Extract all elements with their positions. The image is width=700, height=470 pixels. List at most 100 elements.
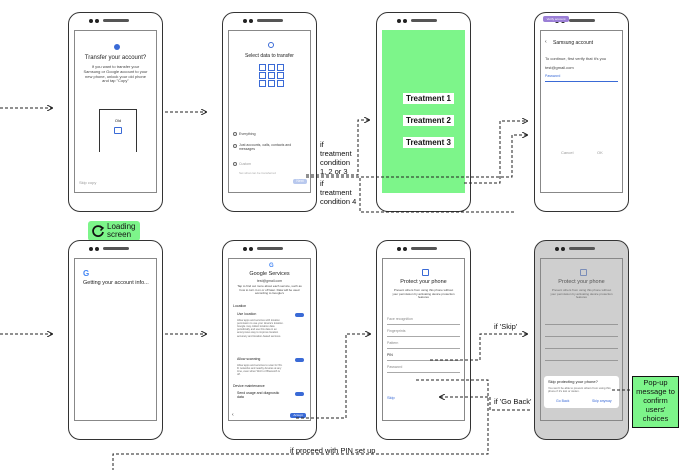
- use-location-toggle[interactable]: [295, 313, 304, 317]
- phone-samsung-account: Verify account ‹ Samsung account To cont…: [534, 12, 629, 212]
- skip-link[interactable]: Skip: [387, 395, 395, 400]
- option-custom[interactable]: Custom: [239, 162, 252, 166]
- verify-text: To continue, first verify that it's you: [545, 56, 607, 61]
- screen: ‹ Samsung account To continue, first ver…: [540, 30, 623, 193]
- arrow-go-back: [440, 397, 530, 411]
- loading-screen-badge: Loading screen: [88, 221, 140, 241]
- screen: Protect your phone Prevent others from u…: [382, 258, 465, 421]
- arrow-6-to-7: [296, 334, 370, 419]
- screen-title: Google Services: [249, 271, 290, 277]
- condition-1-3-label: if treatment condition 1, 2 or 3: [320, 140, 352, 176]
- screen: Select data to transfer Everything Just …: [228, 30, 311, 193]
- arrow-skip: [430, 334, 527, 361]
- camera-icon: [243, 247, 247, 251]
- speaker-grille: [257, 247, 283, 250]
- option-everything[interactable]: Everything: [239, 132, 256, 136]
- lock-icon: [422, 269, 429, 276]
- dimmed-row: [545, 341, 618, 349]
- dialog-body: You won't be able to prevent others from…: [548, 386, 611, 394]
- treatment-3-label: Treatment 3: [403, 137, 454, 148]
- radio-everything[interactable]: [233, 132, 237, 136]
- treatment-screen: Treatment 1 Treatment 2 Treatment 3: [382, 30, 465, 193]
- speaker-grille: [569, 247, 595, 250]
- back-arrow-icon[interactable]: ‹: [545, 39, 547, 45]
- if-skip-label: if 'Skip': [494, 322, 518, 331]
- speaker-grille: [103, 247, 129, 250]
- google-g-icon: G: [269, 263, 274, 269]
- speaker-grille: [411, 19, 437, 22]
- phone-protect: Protect your phone Prevent others from u…: [376, 240, 471, 440]
- sensor-icon: [249, 19, 253, 23]
- send-usage-toggle[interactable]: [295, 392, 304, 396]
- sensor-icon: [95, 19, 99, 23]
- camera-icon: [397, 19, 401, 23]
- next-button[interactable]: Next: [293, 179, 307, 184]
- pattern-option[interactable]: Pattern: [387, 341, 460, 349]
- allow-scanning-toggle[interactable]: [295, 358, 304, 362]
- face-recognition-option[interactable]: Face recognition: [387, 317, 460, 325]
- refresh-icon: [92, 225, 105, 237]
- dimmed-screen: Protect your phone Prevent others from u…: [540, 258, 623, 421]
- screen-title: Protect your phone: [400, 279, 447, 285]
- pin-option[interactable]: PIN: [387, 353, 460, 361]
- screen-header: Samsung account: [553, 40, 594, 46]
- lock-icon: [580, 269, 587, 276]
- back-arrow-icon[interactable]: ‹: [232, 412, 234, 418]
- skip-confirm-dialog: Skip protecting your phone? You won't be…: [544, 376, 619, 408]
- arrow-return-to-3: [359, 178, 514, 213]
- camera-icon: [397, 247, 401, 251]
- dimmed-row: [545, 329, 618, 337]
- sensor-icon: [95, 247, 99, 251]
- condition-4-label: if treatment condition 4: [320, 179, 357, 206]
- screen-title: Transfer your account?: [84, 55, 147, 61]
- person-icon: [114, 44, 120, 50]
- screen-title: Select data to transfer: [245, 53, 294, 59]
- sensor-icon: [403, 19, 407, 23]
- go-back-button[interactable]: Go Back: [556, 399, 570, 403]
- speaker-grille: [103, 19, 129, 22]
- camera-icon: [89, 19, 93, 23]
- radio-accounts[interactable]: [233, 144, 237, 148]
- screen-title: Getting your account info...: [83, 280, 149, 286]
- cancel-button[interactable]: Cancel: [561, 150, 574, 156]
- dialog-title: Skip protecting your phone?: [548, 379, 598, 384]
- screen: G Google Services test@gmail.com Tap to …: [228, 258, 311, 421]
- phone-transfer-account: Transfer your account? If you want to tr…: [68, 12, 163, 212]
- password-option[interactable]: Password: [387, 365, 460, 373]
- treatment-2-label: Treatment 2: [403, 115, 454, 126]
- device-maintenance-section: Device maintenance: [233, 384, 265, 388]
- phone-select-data: Select data to transfer Everything Just …: [222, 12, 317, 212]
- arrow-3-to-4: [464, 121, 527, 184]
- google-g-icon: G: [83, 269, 90, 278]
- phone-getting-account: G Getting your account info...: [68, 240, 163, 440]
- arrow-pin-setup: [112, 379, 489, 470]
- popup-callout-note: Pop-up message to confirm users' choices: [632, 376, 679, 428]
- verify-badge: Verify account: [543, 16, 569, 22]
- phone-skip-popup: Protect your phone Prevent others from u…: [534, 240, 629, 440]
- treatment-1-label: Treatment 1: [403, 93, 454, 104]
- allow-scanning-label: Allow scanning: [237, 357, 261, 361]
- device-label: Old: [114, 118, 122, 123]
- phone-treatment: Treatment 1 Treatment 2 Treatment 3: [376, 12, 471, 212]
- accept-button[interactable]: Accept: [290, 413, 306, 418]
- screen-body: Prevent others from using this phone wit…: [392, 288, 455, 300]
- screen-title: Protect your phone: [558, 279, 605, 285]
- screen-body: If you want to transfer your Samsung or …: [83, 64, 148, 84]
- dimmed-row: [545, 317, 618, 325]
- location-section: Location: [233, 304, 247, 308]
- phone-google-services: G Google Services test@gmail.com Tap to …: [222, 240, 317, 440]
- callout-text: Pop-up message to confirm users' choices: [636, 378, 675, 423]
- fingerprints-option[interactable]: Fingerprints: [387, 329, 460, 337]
- use-location-label: Use location: [237, 312, 257, 316]
- ok-button[interactable]: OK: [597, 150, 603, 156]
- old-phone-illustration: Old: [99, 109, 137, 152]
- radio-custom[interactable]: [233, 162, 237, 166]
- skip-copy-link[interactable]: Skip copy: [79, 180, 97, 186]
- send-usage-label: Send usage and diagnostic data: [237, 391, 280, 400]
- camera-icon: [555, 247, 559, 251]
- option-accounts[interactable]: Just accounts, calls, contacts and messa…: [239, 143, 292, 151]
- password-field[interactable]: Password: [545, 74, 618, 82]
- skip-anyway-button[interactable]: Skip anyway: [592, 399, 612, 403]
- if-go-back-label: if 'Go Back': [494, 397, 532, 406]
